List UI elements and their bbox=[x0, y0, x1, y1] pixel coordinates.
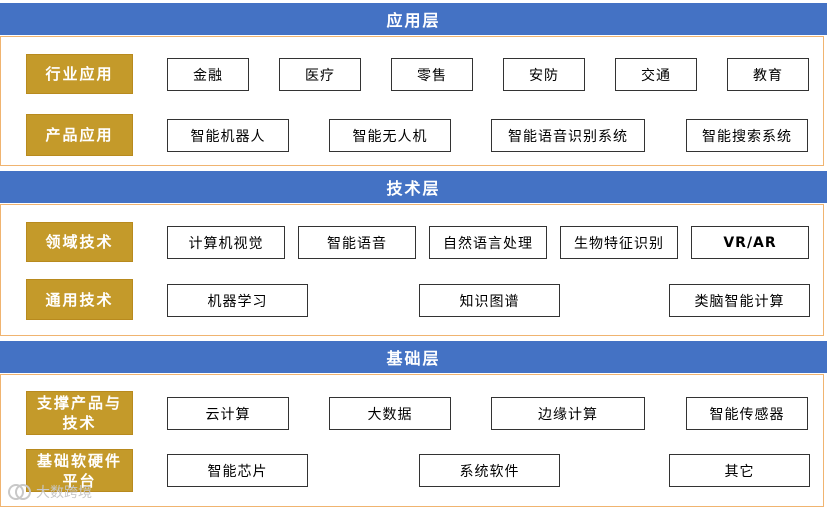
box-traffic: 交通 bbox=[615, 58, 697, 91]
box-system-software: 系统软件 bbox=[419, 454, 560, 487]
box-computer-vision: 计算机视觉 bbox=[167, 226, 285, 259]
box-nlp: 自然语言处理 bbox=[429, 226, 547, 259]
box-intelligent-voice: 智能语音 bbox=[298, 226, 416, 259]
box-big-data: 大数据 bbox=[329, 397, 451, 430]
product-application-label: 产品应用 bbox=[26, 114, 133, 156]
box-cloud-computing: 云计算 bbox=[167, 397, 289, 430]
box-brain-inspired-computing: 类脑智能计算 bbox=[669, 284, 810, 317]
box-knowledge-graph: 知识图谱 bbox=[419, 284, 560, 317]
technology-layer-header: 技术层 bbox=[0, 171, 827, 203]
box-intelligent-drone: 智能无人机 bbox=[329, 119, 451, 152]
box-finance: 金融 bbox=[167, 58, 249, 91]
domain-technology-label: 领域技术 bbox=[26, 222, 133, 262]
box-ai-chip: 智能芯片 bbox=[167, 454, 308, 487]
box-retail: 零售 bbox=[391, 58, 473, 91]
industry-application-label: 行业应用 bbox=[26, 54, 133, 94]
foundation-layer-header: 基础层 bbox=[0, 341, 827, 373]
box-edge-computing: 边缘计算 bbox=[491, 397, 645, 430]
box-smart-sensor: 智能传感器 bbox=[686, 397, 808, 430]
box-other: 其它 bbox=[669, 454, 810, 487]
box-intelligent-search-system: 智能搜索系统 bbox=[686, 119, 808, 152]
box-biometrics: 生物特征识别 bbox=[560, 226, 678, 259]
watermark-text: 大数跨境 bbox=[36, 485, 92, 501]
box-machine-learning: 机器学习 bbox=[167, 284, 308, 317]
watermark: 大数跨境 bbox=[6, 482, 92, 502]
basic-platform-label: 基础软硬件平台 bbox=[26, 449, 133, 492]
watermark-logo-icon bbox=[8, 484, 31, 500]
box-education: 教育 bbox=[727, 58, 809, 91]
box-medical: 医疗 bbox=[279, 58, 361, 91]
application-layer-header: 应用层 bbox=[0, 3, 827, 35]
box-voice-recognition-system: 智能语音识别系统 bbox=[491, 119, 645, 152]
box-intelligent-robot: 智能机器人 bbox=[167, 119, 289, 152]
support-products-label: 支撑产品与技术 bbox=[26, 391, 133, 435]
box-security: 安防 bbox=[503, 58, 585, 91]
general-technology-label: 通用技术 bbox=[26, 279, 133, 320]
box-vr-ar: VR/AR bbox=[691, 226, 809, 259]
